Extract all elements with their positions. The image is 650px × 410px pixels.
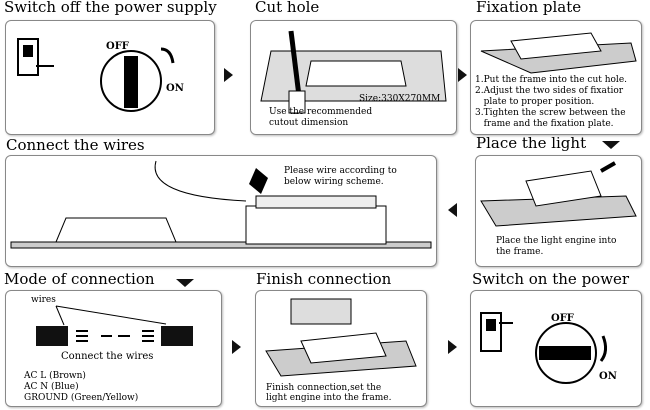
step-title-fixation-plate: Fixation plate [476, 0, 582, 16]
panel-switch-off: OFF ON [5, 20, 215, 135]
place-light-illustration [480, 161, 637, 227]
size-label: Size:330X270MM [359, 94, 441, 104]
wire-color-ground: GROUND (Green/Yellow) [24, 393, 139, 403]
step-title-finish-connection: Finish connection [256, 270, 392, 288]
step-title-connect-wires: Connect the wires [6, 136, 145, 154]
panel-connect-wires: Please wire according to below wiring sc… [5, 155, 437, 267]
fixation-step: plate to proper position. [475, 97, 595, 107]
connect-wires-illustration [10, 160, 432, 249]
on-label: ON [166, 83, 184, 94]
panel-fixation-plate: 1.Put the frame into the cut hole. 2.Adj… [470, 20, 642, 135]
arrow-down-icon [602, 141, 620, 149]
switch-on-illustration [480, 312, 608, 384]
fixation-step: 3.Tighten the screw between the [475, 108, 626, 118]
arrow-right-icon [224, 68, 233, 82]
wiring-note: below wiring scheme. [284, 177, 384, 187]
step-title-switch-on: Switch on the power [472, 270, 630, 288]
off-label: OFF [106, 41, 129, 52]
connect-caption: Connect the wires [61, 351, 154, 362]
place-note: Place the light engine into [496, 236, 617, 246]
arrow-right-icon [448, 340, 457, 354]
panel-mode-of-connection: wires Connect the wires AC L (Brown) AC … [5, 290, 222, 407]
fixation-step: frame and the fixation plate. [475, 119, 614, 129]
wire-color-ac-l: AC L (Brown) [24, 371, 86, 381]
fixation-step: 1.Put the frame into the cut hole. [475, 75, 628, 85]
arrow-right-icon [458, 68, 467, 82]
panel-place-light: Place the light engine into the frame. [475, 155, 642, 267]
cut-hole-illustration [260, 30, 447, 114]
step-title-switch-off: Switch off the power supply [4, 0, 217, 16]
panel-switch-on: OFF ON [470, 290, 642, 407]
arrow-left-icon [448, 203, 457, 217]
finish-connection-illustration [265, 298, 417, 377]
wire-color-ac-n: AC N (Blue) [24, 382, 79, 392]
on-label: ON [599, 371, 617, 382]
wire-connection-illustration [36, 305, 193, 346]
wires-label: wires [31, 295, 56, 305]
switch-off-illustration [17, 38, 175, 112]
step-title-place-light: Place the light [476, 134, 587, 152]
off-label: OFF [551, 313, 574, 324]
place-note: the frame. [496, 247, 544, 257]
arrow-right-icon [232, 340, 241, 354]
cut-note: Use the recommended [269, 107, 373, 117]
fixation-step: 2.Adjust the two sides of fixatior [475, 86, 624, 96]
cut-note: cutout dimension [269, 118, 349, 128]
finish-note: Finish connection,set the [266, 383, 382, 393]
arrow-down-icon [176, 279, 194, 287]
finish-note: light engine into the frame. [266, 393, 392, 403]
wiring-note: Please wire according to [284, 166, 397, 176]
step-title-mode-of-connection: Mode of connection [4, 270, 155, 288]
panel-cut-hole: Size:330X270MM Use the recommended cutou… [250, 20, 457, 135]
panel-finish-connection: Finish connection,set the light engine i… [255, 290, 427, 407]
fixation-plate-illustration [480, 32, 637, 74]
step-title-cut-hole: Cut hole [255, 0, 320, 16]
